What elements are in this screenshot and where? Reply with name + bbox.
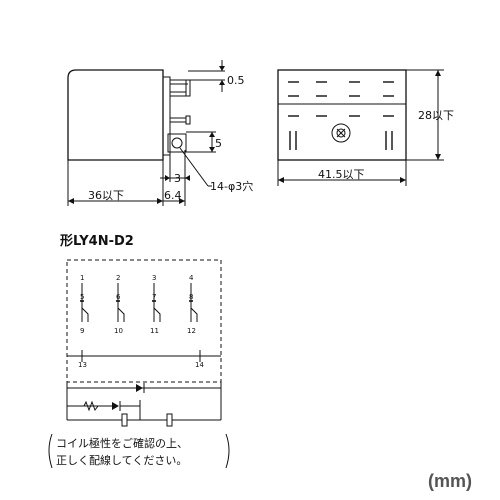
unit-label: (mm) <box>428 471 472 491</box>
terminal-2: 2 <box>116 274 120 282</box>
terminal-5: 5 <box>80 293 84 301</box>
side-view <box>67 60 225 206</box>
terminal-12: 12 <box>187 327 196 335</box>
center-screw <box>331 123 351 143</box>
relay-body-front <box>277 69 407 161</box>
model-title: 形LY4N-D2 <box>60 234 134 249</box>
note-line-1: コイル極性をご確認の上、 <box>56 436 188 450</box>
dim-0-5: 0.5 <box>227 74 245 87</box>
dim-5: 5 <box>215 137 222 150</box>
wiring-diagram <box>66 259 222 427</box>
contact-pole-4 <box>189 283 198 322</box>
diode-symbol <box>136 384 143 392</box>
front-view <box>277 69 444 186</box>
coil-left <box>121 413 128 427</box>
terminal-1: 1 <box>80 274 84 282</box>
dim-41-5: 41.5以下 <box>318 168 365 181</box>
terminal-9: 9 <box>80 327 84 335</box>
relay-body-side <box>67 69 164 161</box>
terminal-13: 13 <box>78 361 87 369</box>
terminal-4: 4 <box>189 274 194 282</box>
dim-28: 28以下 <box>418 109 454 122</box>
polarity-note: コイル極性をご確認の上、 正しく配線してください。 <box>48 433 230 469</box>
terminal-8: 8 <box>189 293 193 301</box>
terminal-6: 6 <box>116 293 121 301</box>
coil-right <box>166 413 173 427</box>
resistor-symbol <box>83 400 99 412</box>
dim-36: 36以下 <box>88 189 124 202</box>
terminal-3: 3 <box>152 274 156 282</box>
terminal-7: 7 <box>152 293 156 301</box>
terminal-10: 10 <box>114 327 123 335</box>
note-line-2: 正しく配線してください。 <box>56 453 187 467</box>
contact-pole-1 <box>80 283 89 322</box>
terminal-11: 11 <box>150 327 159 335</box>
terminal-numbers: 1 2 3 4 5 6 7 8 9 10 11 12 13 14 <box>78 274 204 369</box>
contact-pole-2 <box>116 283 125 322</box>
dim-holes: 14-φ3穴 <box>210 179 253 193</box>
mounting-tab <box>167 133 187 153</box>
contact-pole-3 <box>152 283 161 322</box>
terminal-slots <box>288 81 394 150</box>
dim-6-4: 6.4 <box>164 189 182 202</box>
dim-3: 3 <box>174 172 181 185</box>
mounting-hole <box>171 137 183 149</box>
led-symbol <box>112 402 119 410</box>
terminal-14: 14 <box>195 361 204 369</box>
relay-base-side <box>162 76 171 156</box>
